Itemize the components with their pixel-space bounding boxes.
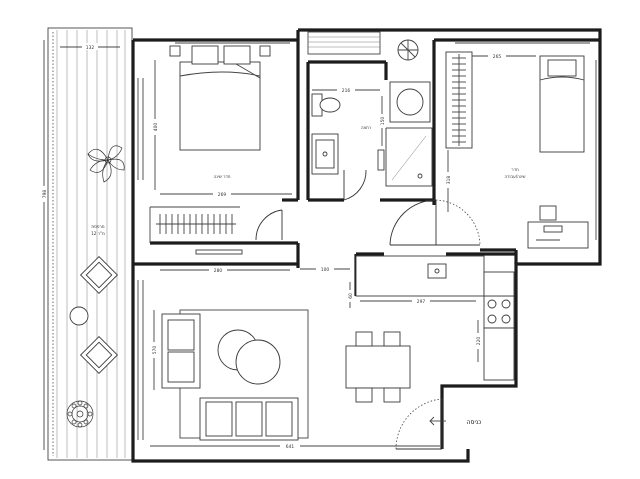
kitchen-counter — [355, 255, 515, 381]
balcony-plant-top — [87, 145, 125, 183]
master-bed — [169, 45, 271, 151]
hall-radiator — [195, 249, 243, 255]
balcony-lounge-chair-2 — [79, 335, 119, 375]
kitchen-width-dim: 297 — [417, 299, 426, 305]
master-depth-dim: 400 — [153, 123, 159, 132]
kitchen-depth-dim: 60 — [348, 293, 354, 299]
dining-table — [345, 331, 411, 403]
balcony: 132 798 מרפסת 12 מ"ר — [40, 27, 133, 461]
bedroom2-depth-dim: 318 — [446, 176, 452, 185]
balcony-side-table — [69, 306, 89, 326]
bath-depth-dim: 150 — [380, 117, 386, 126]
balcony-plant-bottom — [66, 400, 94, 428]
interior-walls — [133, 38, 600, 296]
bathroom-label: רחצה — [361, 125, 371, 130]
bath-width-dim: 216 — [342, 88, 351, 94]
entrance-label: כניסה — [467, 419, 482, 426]
balcony-width-dim: 132 — [86, 45, 95, 51]
balcony-length-dim: 798 — [42, 190, 48, 199]
master-closet — [156, 214, 236, 234]
master-bedroom-label: חדר שינה — [213, 174, 230, 179]
balcony-area-label: 12 מ"ר — [91, 231, 105, 236]
corridor-width-dim: 100 — [321, 267, 330, 273]
doors — [255, 169, 481, 450]
living-depth-dim: 570 — [152, 346, 158, 355]
bedroom2-width-dim: 265 — [493, 54, 502, 60]
bedroom2-label: חדר — [511, 167, 519, 172]
entrance-arrow-icon — [429, 416, 446, 426]
bathroom-fixtures: 216 150 — [311, 81, 433, 187]
living-width-dim: 641 — [286, 444, 295, 450]
closet-width-dim: 280 — [214, 268, 223, 274]
bedroom2-furniture — [445, 51, 589, 249]
master-width-dim: 269 — [218, 192, 227, 198]
balcony-label: מרפסת — [91, 224, 104, 229]
living-room-furniture — [161, 309, 309, 441]
storage-depth-dim: 220 — [476, 337, 482, 346]
bedroom2-sublabel: שינה/עבודה — [505, 174, 526, 179]
balcony-lounge-chair-1 — [79, 255, 119, 295]
ac-unit-icon — [397, 39, 419, 61]
